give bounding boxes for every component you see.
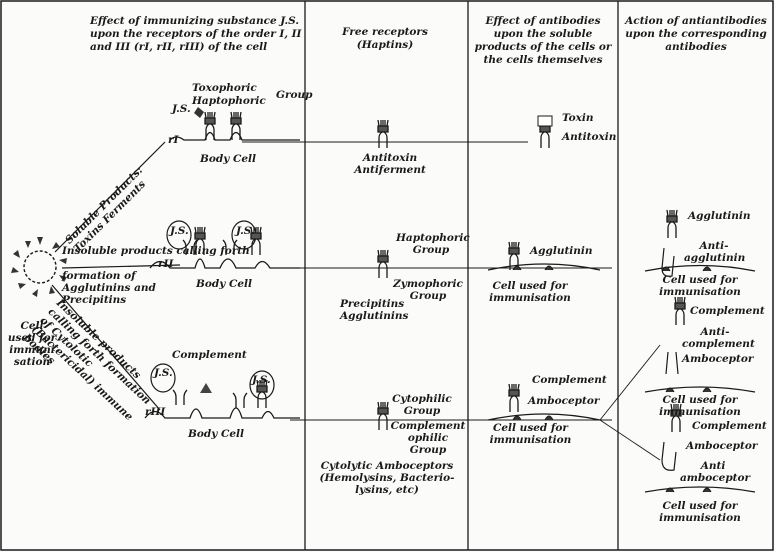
spiky-cell (11, 237, 67, 297)
header-col2: Free receptors (Haptins) (342, 26, 428, 51)
cell-used-row3: Cell used for immunisation (489, 422, 572, 446)
complement-col3: Complement (532, 374, 607, 386)
amboceptor-col4b: Amboceptor (686, 440, 758, 452)
body-cell-row2: Body Cell (196, 278, 252, 290)
js-label-row3a: J.S. (154, 367, 173, 379)
haptophoric-label: Haptophoric (192, 95, 266, 107)
complement-label-row3: Complement (172, 349, 247, 361)
anti-amboceptor-label: Anti amboceptor (680, 460, 751, 484)
complementophilic-group-label: Complement ophilic Group (390, 420, 466, 456)
free-row2: Precipitins Agglutinins (340, 298, 409, 322)
toxophoric-label: Toxophoric (192, 82, 257, 94)
cell-used-col4a: Cell used for immunisation (659, 394, 741, 418)
cell-label: Cell used for immuni sation (7, 320, 57, 368)
header-col1: Effect of immunizing substance J.S. upon… (90, 15, 302, 53)
free-row1: Antitoxin Antiferment (354, 152, 426, 176)
receptor-riii-label: rIII (145, 406, 166, 418)
haptophoric-group-label: Haptophoric Group (396, 232, 470, 256)
zymophoric-group-label: Zymophoric Group (393, 278, 463, 302)
anti-complement-label: Anti- complement (682, 326, 755, 350)
js-label-row1: J.S. (172, 103, 191, 115)
js-label-row2b: J.S. (236, 225, 255, 237)
complement-col4a: Complement (690, 305, 765, 317)
antitoxin-label: Antitoxin (562, 131, 617, 143)
agglutinin-col4: Agglutinin (688, 210, 751, 222)
amboceptor-col4a: Amboceptor (682, 353, 754, 365)
group-label: Group (276, 89, 313, 101)
header-col3: Effect of antibodies upon the soluble pr… (474, 15, 612, 66)
insoluble-label-b: formation of Agglutinins and Precipitins (62, 270, 156, 306)
body-cell-row3: Body Cell (188, 428, 244, 440)
agglutinin-label: Agglutinin (530, 245, 593, 257)
cell-used-row2-col4: Cell used for immunisation (659, 274, 741, 298)
cell-used-col4b: Cell used for immunisation (659, 500, 741, 524)
toxin-label: Toxin (562, 112, 594, 124)
js-label-row2a: J.S. (170, 225, 189, 237)
cytophilic-group-label: Cytophilic Group (392, 393, 452, 417)
anti-agglutinin-label: Anti- agglutinin (684, 240, 746, 264)
body-cell-row1: Body Cell (200, 153, 256, 165)
insoluble-label-a: Insoluble products calling forth (62, 245, 250, 257)
receptor-ri-label: rI (168, 134, 179, 146)
js-label-row3b: J.S. (252, 374, 271, 386)
complement-col4b: Complement (692, 420, 767, 432)
free-row3: Cytolytic Amboceptors (Hemolysins, Bacte… (319, 460, 455, 496)
header-col4: Action of antiantibodies upon the corres… (625, 15, 767, 53)
receptor-rii-label: rII (158, 258, 174, 270)
amboceptor-col3: Amboceptor (528, 395, 600, 407)
cell-used-row2: Cell used for immunisation (489, 280, 571, 304)
